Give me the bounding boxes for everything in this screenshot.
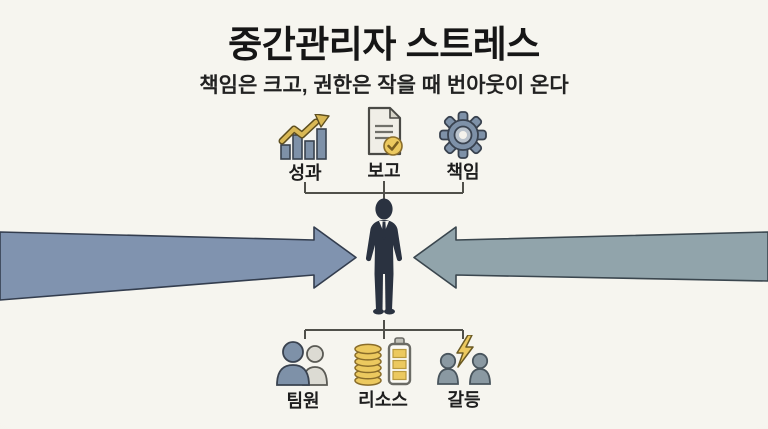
factor-conflict: 갈등: [422, 335, 506, 410]
factor-label: 리소스: [358, 390, 408, 410]
factor-label: 갈등: [447, 390, 481, 410]
factor-team-members: 팀원: [261, 337, 345, 411]
gear-icon: [439, 110, 487, 159]
coins-battery-icon: [352, 336, 414, 387]
conflict-lightning-icon: [435, 335, 493, 387]
page-title: 중간관리자 스트레스: [228, 24, 540, 65]
tie: [381, 221, 387, 240]
left-pressure-arrow: [0, 226, 357, 301]
document-check-icon: [362, 106, 406, 158]
team-members-icon: [274, 337, 332, 388]
factor-label: 보고: [367, 161, 401, 181]
header: 중간관리자 스트레스 책임은 크고, 권한은 작을 때 번아웃이 온다: [0, 0, 768, 97]
factor-label: 팀원: [286, 391, 320, 411]
bar-chart-growth-icon: [278, 111, 332, 160]
factor-performance: 성과: [263, 111, 347, 183]
factor-label: 책임: [446, 162, 480, 182]
middle-manager-figure: [365, 198, 403, 315]
factor-responsibility: 책임: [421, 110, 505, 182]
page-subtitle: 책임은 크고, 권한은 작을 때 번아웃이 온다: [199, 73, 569, 97]
factor-resources: 리소스: [341, 336, 425, 410]
factor-label: 성과: [288, 163, 322, 183]
top-connector-bracket: [304, 181, 464, 199]
right-pressure-arrow: [413, 226, 768, 289]
factor-reporting: 보고: [342, 106, 426, 181]
